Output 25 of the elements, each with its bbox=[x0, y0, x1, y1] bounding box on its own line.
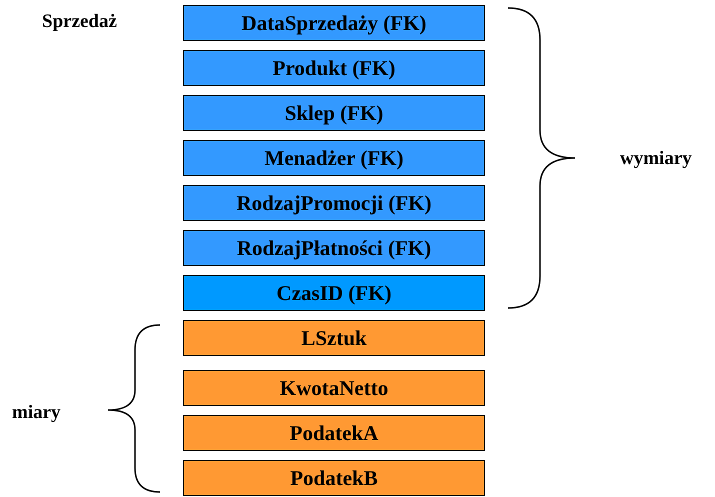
table-row bbox=[183, 460, 485, 496]
group-label: miary bbox=[12, 402, 61, 424]
field-name: LSztuk bbox=[301, 326, 367, 350]
field-name: PodatekA bbox=[290, 420, 378, 446]
table-row bbox=[183, 140, 485, 176]
table-row bbox=[183, 320, 485, 356]
table-row bbox=[183, 50, 485, 86]
table-row bbox=[183, 95, 485, 131]
field-name: Sklep (FK) bbox=[284, 100, 384, 126]
field-name: KwotaNetto bbox=[280, 376, 388, 400]
field-name: RodzajPłatności (FK) bbox=[236, 236, 432, 260]
table-row bbox=[183, 5, 485, 41]
table-title: Sprzedaż bbox=[42, 11, 117, 33]
table-row bbox=[183, 275, 485, 311]
table-row bbox=[183, 230, 485, 266]
table-row bbox=[183, 185, 485, 221]
table-row bbox=[183, 370, 485, 406]
field-name: PodatekB bbox=[290, 466, 378, 490]
field-name: DataSprzedaży (FK) bbox=[242, 10, 426, 36]
group-label: wymiary bbox=[620, 148, 692, 170]
field-name: Produkt (FK) bbox=[272, 56, 396, 80]
field-name: RodzajPromocji (FK) bbox=[236, 190, 432, 216]
field-name: Menadżer (FK) bbox=[264, 146, 404, 170]
field-name: CzasID (FK) bbox=[276, 280, 392, 306]
table-row bbox=[183, 415, 485, 451]
